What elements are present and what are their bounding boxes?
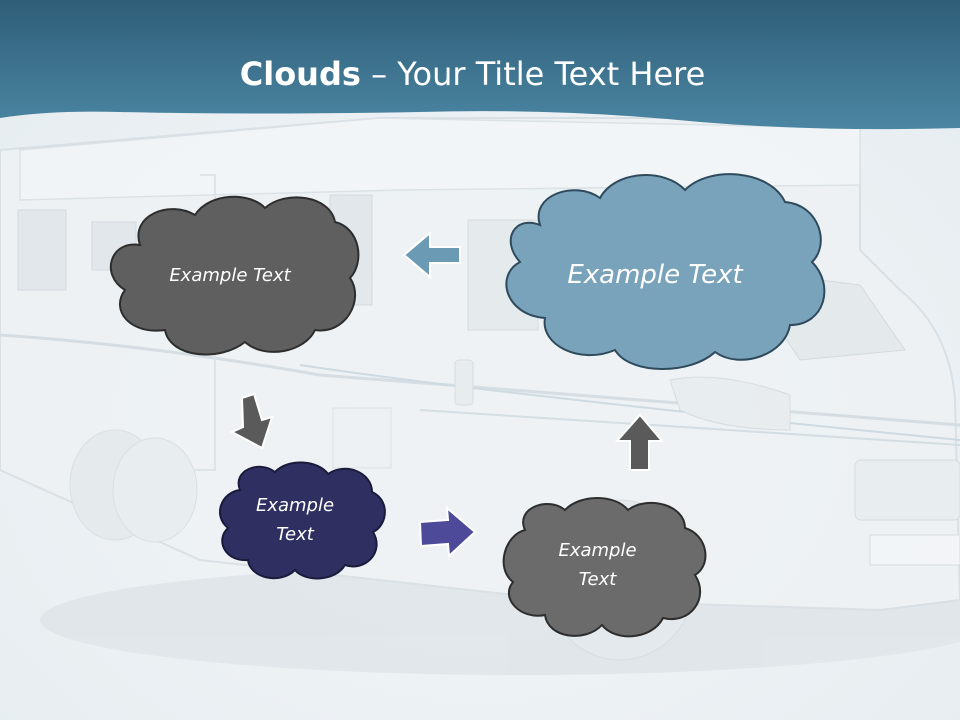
cloud-1 (109, 195, 360, 356)
title-rest: – Your Title Text Here (360, 55, 706, 93)
arrow-up-icon (614, 413, 665, 471)
arrow-left-icon (402, 230, 461, 280)
cloud-2 (505, 173, 826, 370)
cloud-4 (502, 497, 707, 638)
arrow-right-icon (418, 505, 477, 559)
arrow-down-icon (229, 392, 274, 450)
cloud-3-line-2: Text (276, 524, 314, 545)
cloud-4-label: Example Text (520, 530, 675, 600)
cloud-1-label: Example Text (169, 264, 291, 286)
cloud-4-line-1: Example (558, 540, 637, 561)
cloud-4-line-2: Text (578, 569, 617, 590)
cloud-3-line-1: Example (255, 495, 335, 516)
cloud-2-label: Example Text (567, 260, 743, 290)
cloud-3-label: Example Text (235, 485, 355, 555)
header-band (0, 0, 960, 130)
title-bold: Clouds (239, 55, 361, 93)
page-title: Clouds – Your Title Text Here (0, 52, 945, 96)
cloud-3 (219, 461, 386, 580)
motorhome-illustration (0, 117, 960, 675)
